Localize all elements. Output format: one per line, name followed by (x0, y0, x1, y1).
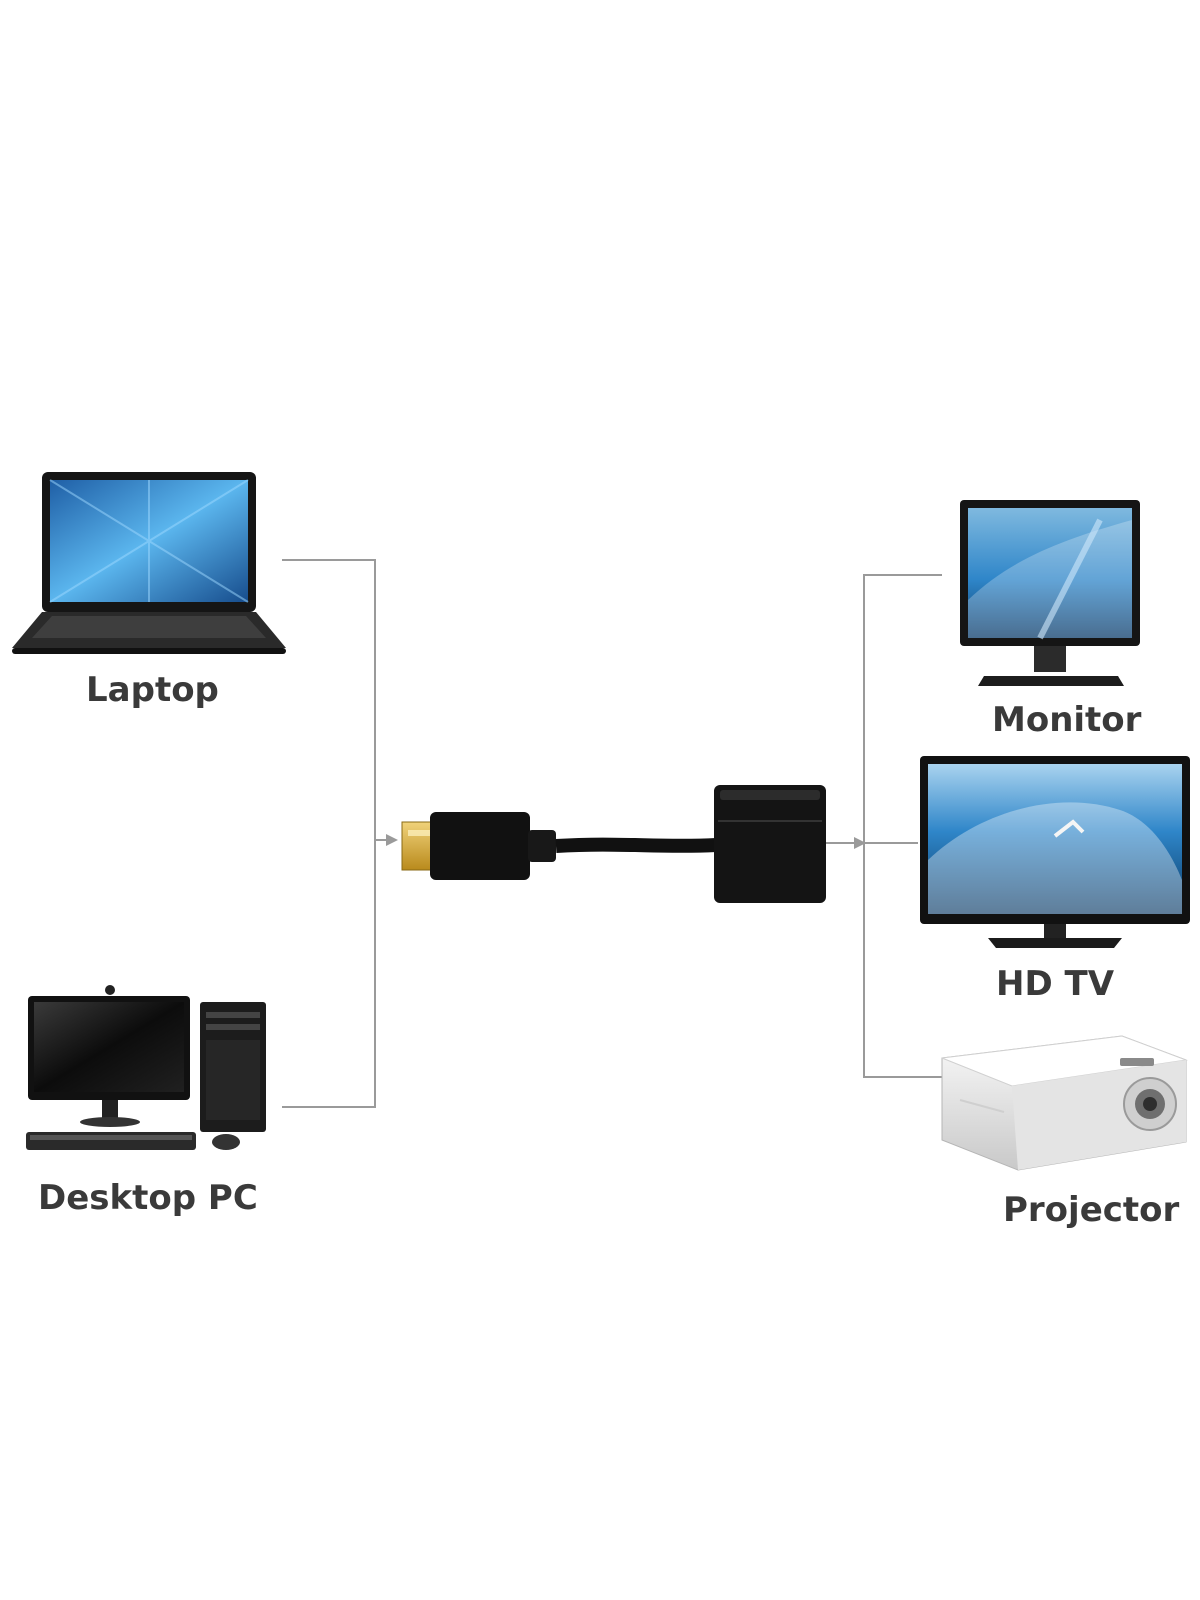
hdtv-label: HD TV (996, 964, 1115, 1004)
displays-connector-line (863, 574, 942, 1078)
displayport-adapter-icon (401, 785, 826, 903)
source-arrow-icon (386, 834, 398, 846)
monitor-label: Monitor (992, 700, 1142, 740)
desktop-pc-icon (26, 985, 266, 1150)
laptop-label: Laptop (86, 670, 219, 710)
projector-icon (941, 1035, 1188, 1171)
laptop-connector-line (282, 559, 376, 1108)
arrow-heads (386, 834, 866, 849)
desktop-pc-label: Desktop PC (38, 1178, 258, 1218)
projector-label: Projector (1003, 1190, 1180, 1230)
monitor-icon (960, 500, 1140, 686)
display-arrow-icon (854, 837, 866, 849)
connector-lines (282, 559, 942, 1108)
laptop-icon (12, 472, 286, 654)
hdtv-icon (920, 756, 1190, 948)
